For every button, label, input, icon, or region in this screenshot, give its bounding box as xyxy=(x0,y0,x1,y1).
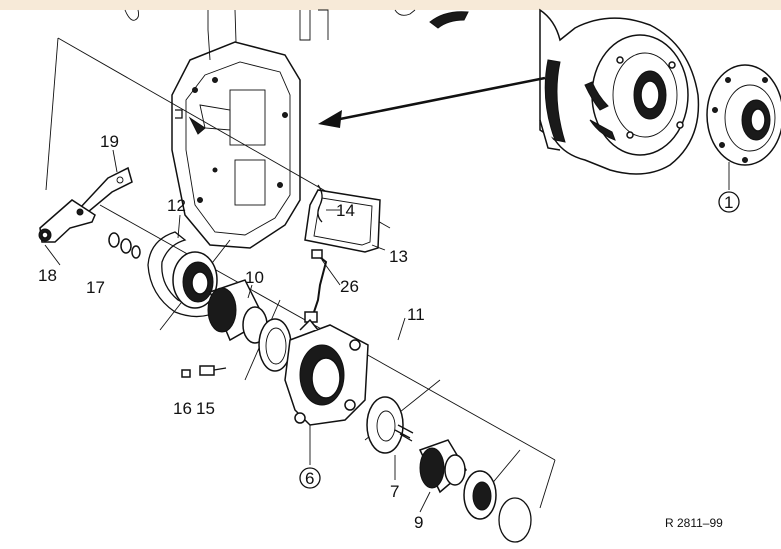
top-clip-2 xyxy=(394,9,416,16)
callout-17: 17 xyxy=(86,278,105,297)
callout-11: 11 xyxy=(407,305,425,324)
reference-code: R 2811–99 xyxy=(665,516,723,530)
callout-18: 18 xyxy=(38,266,57,285)
caliper-housing xyxy=(284,318,369,426)
dust-cover xyxy=(463,470,497,520)
washers xyxy=(108,232,141,259)
top-clip xyxy=(124,9,140,21)
direction-arrow xyxy=(318,76,546,128)
disc-spring xyxy=(366,396,414,454)
brake-disc-assembly xyxy=(539,8,700,175)
lever xyxy=(78,166,133,213)
seal-ring-inner xyxy=(265,327,287,365)
callout-14: 14 xyxy=(336,201,355,220)
top-cropped-outline xyxy=(207,9,329,61)
callout-10: 10 xyxy=(245,268,264,287)
lever-arm xyxy=(38,199,96,243)
callout-19: 19 xyxy=(100,132,119,151)
top-bracket xyxy=(429,11,469,29)
bleed-screw xyxy=(181,365,227,378)
wheel-flange xyxy=(706,64,781,166)
callout-12: 12 xyxy=(167,196,186,215)
retaining-ring xyxy=(498,497,532,543)
callout-26: 26 xyxy=(340,277,359,296)
brake-pipe xyxy=(304,249,328,323)
backing-plate xyxy=(171,41,301,249)
gasket-sheet xyxy=(304,189,381,253)
callout-7: 7 xyxy=(390,482,399,501)
callout-13: 13 xyxy=(389,247,408,266)
callout-16: 16 xyxy=(173,399,192,418)
callout-circle-1 xyxy=(718,191,740,213)
bearing-ring xyxy=(172,251,218,309)
callout-1: 1 xyxy=(724,193,733,212)
callout-circle-6 xyxy=(299,467,321,489)
piston-10 xyxy=(207,279,268,344)
callout-15: 15 xyxy=(196,399,215,418)
callout-9: 9 xyxy=(414,513,423,532)
leader-lines xyxy=(44,149,730,513)
callout-6: 6 xyxy=(305,469,314,488)
top-band xyxy=(0,0,781,10)
spring-clip xyxy=(317,184,323,223)
piston-9 xyxy=(418,439,467,494)
